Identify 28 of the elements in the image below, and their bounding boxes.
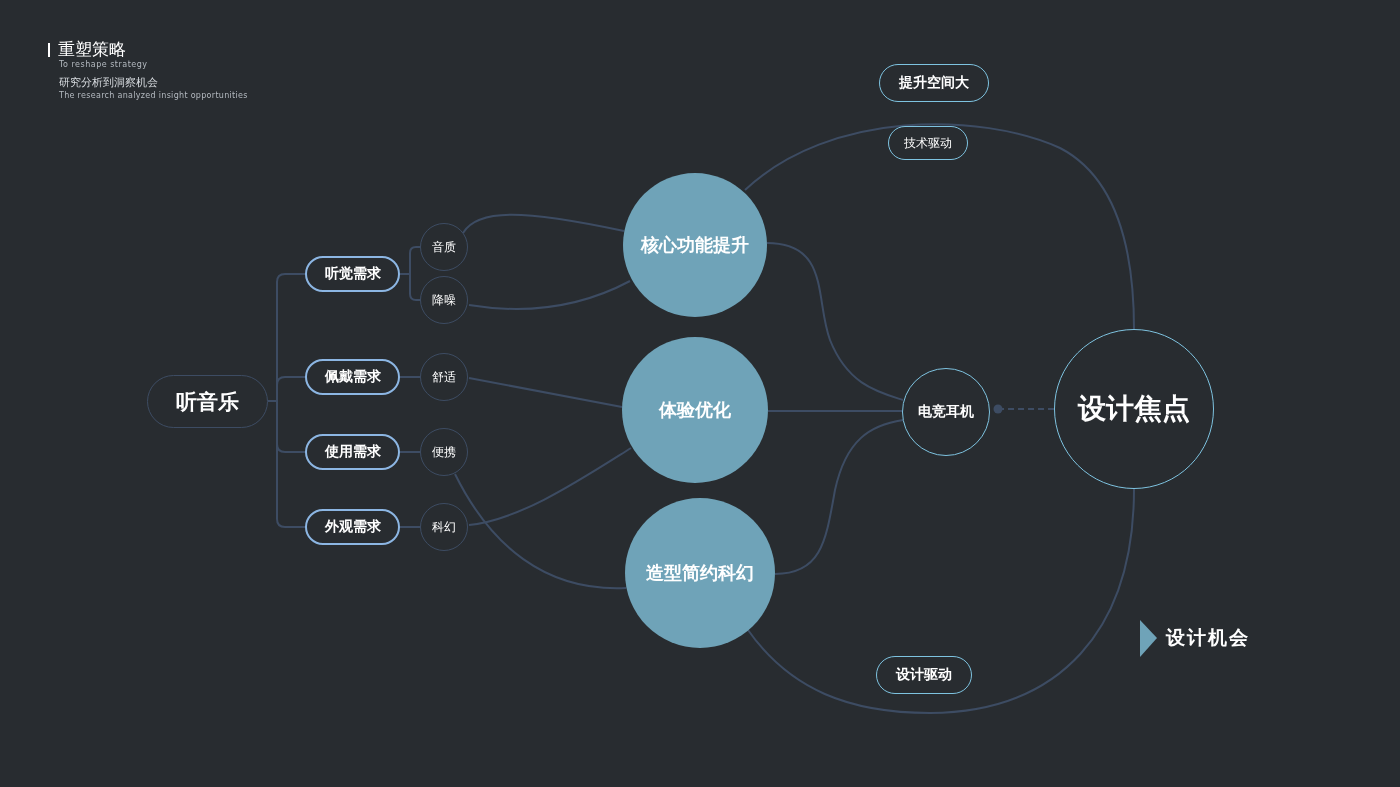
connector-line (774, 419, 904, 575)
connector-line (399, 526, 421, 528)
category-pill: 听觉需求 (305, 256, 400, 292)
connector-line (468, 280, 631, 310)
connector-line (767, 410, 903, 412)
connector-line (399, 451, 421, 453)
category-pill: 佩戴需求 (305, 359, 400, 395)
page-title: 重塑策略 (58, 38, 126, 60)
theme-circle: 核心功能提升 (623, 173, 767, 317)
connector-line (468, 377, 623, 408)
connector-line (747, 488, 1135, 714)
subtitle: 研究分析到洞察机会 (59, 75, 158, 90)
subtitle: To reshape strategy (59, 60, 148, 69)
category-pill: 外观需求 (305, 509, 400, 545)
connector-line (766, 242, 904, 401)
theme-circle: 体验优化 (622, 337, 768, 483)
subtitle: The research analyzed insight opportunities (59, 91, 248, 100)
connector-line (399, 376, 421, 378)
connector-line (993, 404, 1055, 414)
connector-line (462, 213, 625, 234)
connector-line (399, 273, 421, 301)
connector-line (468, 447, 632, 526)
section-label: 设计机会 (1166, 625, 1250, 650)
category-pill: 使用需求 (305, 434, 400, 470)
theme-circle: 造型简约科幻 (625, 498, 775, 648)
connector-line (454, 473, 627, 589)
connector-line (267, 400, 306, 528)
connector-line (744, 123, 1135, 330)
